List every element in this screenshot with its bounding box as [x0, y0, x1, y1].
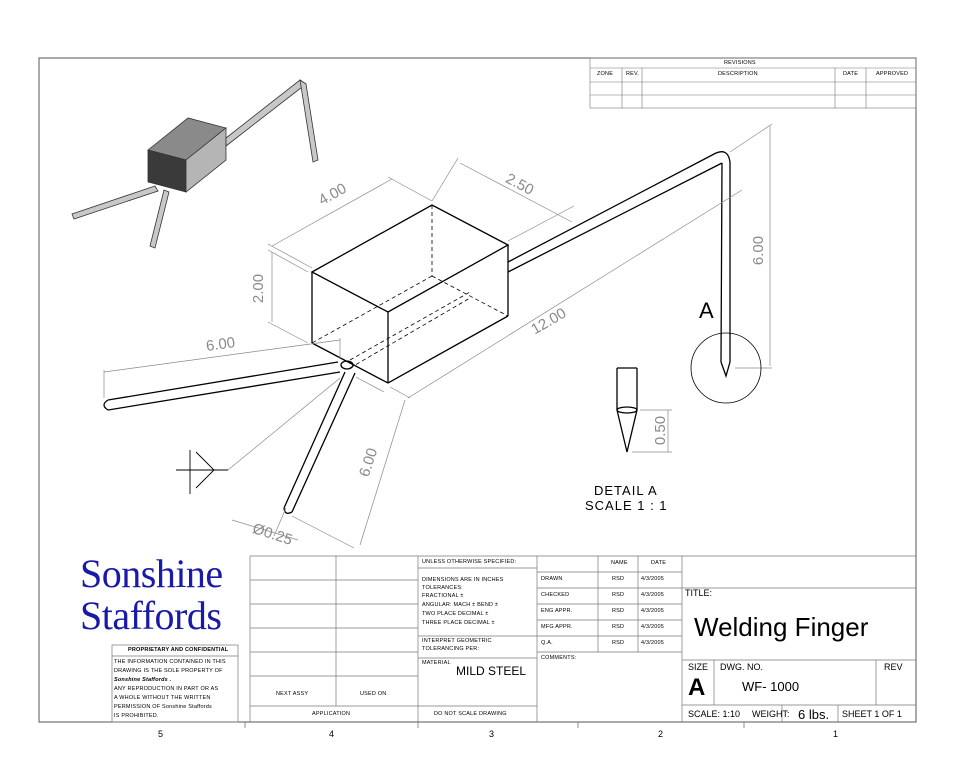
tolerance-heading: UNLESS OTHERWISE SPECIFIED: — [422, 559, 517, 565]
size-label: SIZE — [688, 662, 709, 672]
tolerance-line: DIMENSIONS ARE IN INCHES — [422, 577, 504, 583]
proprietary-line: PERMISSION OF Sonshine Staffords — [114, 704, 213, 710]
approval-name: RSD — [612, 640, 625, 646]
weight-value: 6 lbs. — [798, 707, 830, 722]
dim-6-top: 6.00 — [750, 235, 768, 266]
detail-label: DETAIL A — [594, 483, 658, 498]
rev-header-approved: APPROVED — [876, 71, 909, 77]
approval-role: MFG APPR. — [541, 624, 573, 630]
sheet-border — [38, 57, 917, 723]
zone-number: 5 — [158, 729, 164, 739]
approval-name: RSD — [612, 624, 625, 630]
used-on-label: USED ON — [360, 691, 387, 697]
approval-date: 4/3/2005 — [641, 640, 665, 646]
zone-number: 2 — [658, 729, 664, 739]
title-block-grid — [111, 555, 916, 723]
tolerance-line: THREE PLACE DECIMAL ± — [422, 620, 495, 626]
approval-role: DRAWN — [541, 576, 563, 582]
revisions-title: REVISIONS — [724, 60, 756, 66]
approval-date: 4/3/2005 — [641, 608, 665, 614]
detail-circle — [690, 332, 762, 404]
dwg-no-label: DWG. NO. — [720, 662, 763, 672]
approval-name: RSD — [612, 592, 625, 598]
zone-number: 3 — [489, 729, 495, 739]
dwg-no-value: WF- 1000 — [742, 679, 800, 694]
zone-number: 1 — [833, 729, 839, 739]
iso-thumbnail — [71, 79, 319, 249]
rev-header-date: DATE — [843, 71, 859, 77]
scale-label: SCALE: 1:10 — [688, 709, 741, 719]
approval-header-date: DATE — [651, 560, 667, 566]
datum-symbol — [176, 450, 228, 494]
title-label: TITLE: — [685, 588, 713, 598]
proprietary-line: ANY REPRODUCTION IN PART OR AS — [114, 686, 219, 692]
revision-table — [589, 57, 917, 109]
interp-line: INTERPRET GEOMETRIC — [422, 638, 492, 644]
material-value: MILD STEEL — [456, 664, 527, 678]
approval-role: ENG APPR. — [541, 608, 573, 614]
dim-2: 2.00 — [250, 273, 268, 304]
interp-line: TOLERANCING PER: — [422, 646, 480, 652]
tolerance-line: ANGULAR: MACH ± BEND ± — [422, 602, 499, 608]
rev-header-rev: REV. — [626, 71, 640, 77]
proprietary-line: Sonshine Staffords . — [114, 677, 172, 683]
detail-callout: A — [699, 298, 714, 323]
company-logo-line2: Staffords — [80, 593, 222, 638]
proprietary-line: THE INFORMATION CONTAINED IN THIS — [114, 659, 226, 665]
tolerance-line: FRACTIONAL ± — [422, 593, 464, 599]
main-box-hidden — [311, 205, 509, 369]
rev-header-description: DESCRIPTION — [718, 71, 758, 77]
detail-scale: SCALE 1 : 1 — [585, 498, 668, 513]
proprietary-line: DRAWING IS THE SOLE PROPERTY OF — [114, 668, 223, 674]
material-label: MATERIAL — [422, 660, 451, 666]
approval-name: RSD — [612, 608, 625, 614]
proprietary-line: IS PROHIBITED. — [114, 713, 159, 719]
dimension-lines — [103, 123, 773, 549]
next-assy-label: NEXT ASSY — [276, 691, 309, 697]
tolerance-line: TWO PLACE DECIMAL ± — [422, 611, 489, 617]
weight-label: WEIGHT: — [752, 709, 790, 719]
no-scale-label: DO NOT SCALE DRAWING — [434, 711, 507, 717]
application-label: APPLICATION — [312, 711, 351, 717]
size-value: A — [688, 674, 706, 701]
left-rod — [103, 360, 356, 514]
approval-role: Q.A. — [541, 640, 553, 646]
approval-name: RSD — [612, 576, 625, 582]
dim-0-5: 0.50 — [652, 415, 670, 446]
main-box — [310, 204, 510, 384]
rev-label: REV — [884, 662, 903, 672]
upper-rod — [507, 151, 731, 379]
zone-number: 4 — [329, 729, 335, 739]
approval-header-name: NAME — [611, 560, 628, 566]
sheet-label: SHEET 1 OF 1 — [842, 709, 902, 719]
tolerance-line: TOLERANCES: — [422, 585, 463, 591]
approval-date: 4/3/2005 — [641, 576, 665, 582]
approval-date: 4/3/2005 — [641, 624, 665, 630]
comments-label: COMMENTS: — [541, 655, 577, 661]
approval-role: CHECKED — [541, 592, 570, 598]
company-logo-line1: Sonshine — [80, 551, 223, 596]
proprietary-heading: PROPRIETARY AND CONFIDENTIAL — [128, 647, 229, 653]
proprietary-line: A WHOLE WITHOUT THE WRITTEN — [114, 695, 211, 701]
drawing-title: Welding Finger — [694, 612, 869, 642]
approval-date: 4/3/2005 — [641, 592, 665, 598]
rev-header-zone: ZONE — [597, 71, 614, 77]
detail-a-view — [616, 367, 638, 453]
